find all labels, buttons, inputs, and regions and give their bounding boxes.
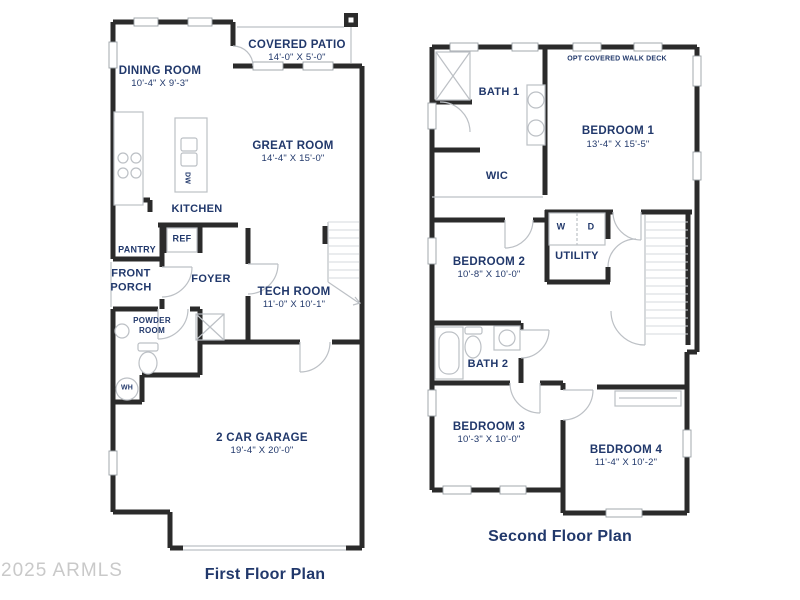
patio-post-icon [344,13,358,27]
front-porch-label: FRONT PORCH [110,267,152,293]
sink-icon-bath2 [493,325,521,351]
tech-room-dims: 11'-0" X 10'-1" [262,299,326,311]
sink-icons-bath1 [526,84,546,146]
closet-icon-bedroom4 [614,390,682,407]
dryer-label: D [587,221,595,232]
armls-watermark: 2025 ARMLS [1,560,123,581]
bedroom2-dims: 10'-8" X 10'-0" [457,269,521,281]
kitchen-island-icon [174,117,208,193]
toilet-icon-bath2 [464,326,483,359]
dining-room-label: DINING ROOM [118,64,202,77]
stairs-icon-second-floor [644,215,688,345]
toilet-icon-powder [137,342,159,375]
bedroom2-label: BEDROOM 2 [452,255,526,268]
bath2-label: BATH 2 [467,358,509,371]
bathtub-icon [434,326,464,380]
bedroom1-dims: 13'-4" X 15'-5" [586,139,650,151]
bedroom1-label: BEDROOM 1 [581,124,655,137]
fridge-icon [166,227,198,253]
covered-patio-label: COVERED PATIO [248,38,346,51]
powder-room-label: POWDER ROOM [133,316,171,335]
bedroom4-dims: 11'-4" X 10'-2" [594,457,658,469]
walk-deck-label: OPT COVERED WALK DECK [567,55,667,63]
bath1-label: BATH 1 [478,86,520,99]
wic-label: WIC [485,170,509,183]
shower-icon [435,51,471,101]
bedroom4-label: BEDROOM 4 [589,443,663,456]
water-heater-icon [115,377,139,401]
closet-doors-icon [195,313,225,341]
great-room-dims: 14'-4" X 15'-0" [261,153,325,165]
door-arc-icons-first-floor [157,45,331,373]
patio-outline [237,26,352,63]
first-floor-plan-drawing [108,13,365,551]
pantry-label: PANTRY [118,244,156,255]
sink-icon-powder [114,323,130,339]
dining-room-dims: 10'-4" X 9'-3" [131,78,189,90]
door-arc-icons-second-floor [439,101,646,421]
covered-patio-dims: 14'-0" X 5'-0" [268,52,326,64]
second-floor-plan-drawing [427,42,702,518]
second-floor-plan-title: Second Floor Plan [488,528,632,545]
water-heater-label: WH [120,384,134,392]
first-floor-walls [110,19,365,551]
great-room-label: GREAT ROOM [252,139,334,152]
first-floor-windows [108,17,334,476]
garage-dims: 19'-4" X 20'-0" [230,445,294,457]
garage-door-icon [183,545,346,551]
bedroom3-label: BEDROOM 3 [452,420,526,433]
second-floor-windows [427,42,702,518]
washer-dryer-icon [548,212,606,246]
tech-room-label: TECH ROOM [257,285,331,298]
foyer-label: FOYER [191,273,231,286]
fridge-label: REF [172,233,192,244]
garage-label: 2 CAR GARAGE [216,431,308,444]
stove-burners-icon [117,152,142,179]
dishwasher-label: DW [183,171,191,185]
bedroom3-dims: 10'-3" X 10'-0" [457,434,521,446]
stairs-icon-first-floor [327,221,362,306]
utility-label: UTILITY [555,250,599,263]
first-floor-plan-title: First Floor Plan [204,566,326,583]
kitchen-label: KITCHEN [171,203,223,216]
washer-label: W [556,221,566,232]
